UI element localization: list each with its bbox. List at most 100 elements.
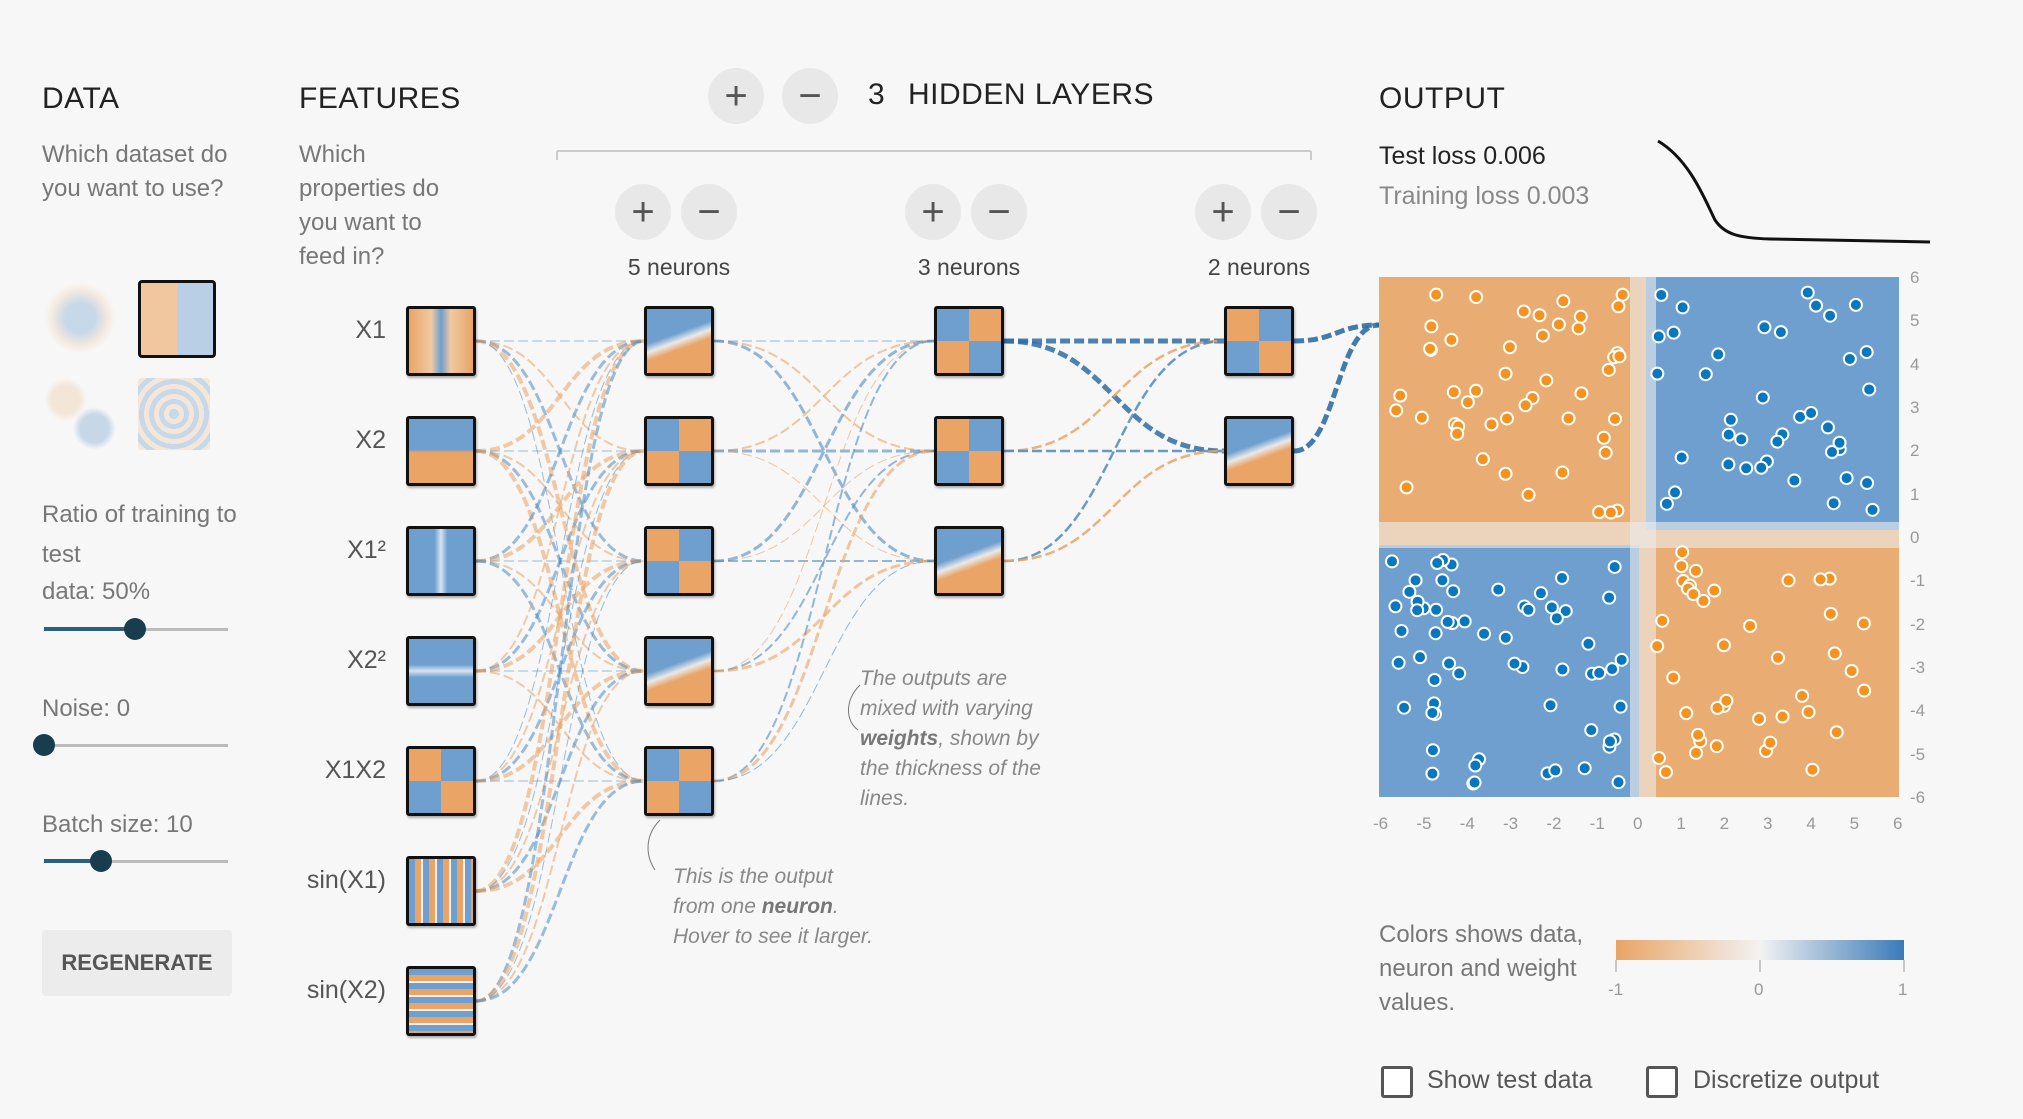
neuron-node[interactable] <box>644 416 714 486</box>
neuron-node[interactable] <box>1224 306 1294 376</box>
weight-link <box>475 779 645 1003</box>
show-test-checkbox[interactable] <box>1381 1066 1413 1098</box>
remove-neuron-button[interactable]: − <box>681 184 737 240</box>
legend-tick-min: -1 <box>1608 980 1624 999</box>
data-point <box>1533 586 1548 601</box>
feature-label: sin(X1) <box>306 866 386 894</box>
data-point <box>1674 559 1689 574</box>
data-point <box>1820 420 1835 435</box>
feature-label: X1X2 <box>324 756 386 784</box>
features-question: Which properties do you want to feed in? <box>299 141 440 270</box>
add-neuron-button[interactable]: + <box>615 184 671 240</box>
data-point <box>1577 761 1592 776</box>
dataset-spiral[interactable] <box>138 378 210 450</box>
data-point <box>1592 505 1607 520</box>
data-point <box>1773 325 1788 340</box>
weight-link <box>475 339 645 893</box>
feature-label: X2² <box>347 646 386 674</box>
y-tick: -1 <box>1910 571 1926 591</box>
neuron-node[interactable] <box>644 306 714 376</box>
data-point <box>1548 763 1563 778</box>
data-point <box>1719 693 1734 708</box>
weight-link <box>475 339 645 563</box>
weight-link <box>475 340 645 672</box>
feature-node[interactable] <box>406 856 476 926</box>
data-point <box>1571 321 1586 336</box>
weight-link <box>475 449 645 783</box>
data-point <box>1612 349 1627 364</box>
data-point <box>1467 775 1482 790</box>
y-tick: 1 <box>1910 484 1920 504</box>
batch-slider[interactable] <box>44 860 228 863</box>
data-point <box>1429 602 1444 617</box>
remove-neuron-button[interactable]: − <box>971 184 1027 240</box>
neuron-node[interactable] <box>644 636 714 706</box>
data-point <box>1654 287 1669 302</box>
x-tick: 6 <box>1893 814 1903 833</box>
data-point <box>1551 317 1566 332</box>
add-layer-button[interactable]: + <box>708 68 764 124</box>
dataset-gaussian[interactable] <box>44 378 116 450</box>
weight-link <box>475 450 645 892</box>
data-point <box>1391 655 1406 670</box>
data-point <box>1666 670 1681 685</box>
batch-thumb[interactable] <box>90 850 112 872</box>
feature-node[interactable] <box>406 636 476 706</box>
remove-layer-button[interactable]: − <box>782 68 838 124</box>
weight-link <box>713 450 935 672</box>
data-point <box>1602 734 1617 749</box>
data-point <box>1452 666 1467 681</box>
feature-node[interactable] <box>406 526 476 596</box>
data-point <box>1581 636 1596 651</box>
data-point <box>1446 385 1461 400</box>
data-point <box>1698 367 1713 382</box>
feature-node[interactable] <box>406 746 476 816</box>
noise-thumb[interactable] <box>33 734 55 756</box>
weight-link <box>475 340 645 782</box>
feature-node[interactable] <box>406 416 476 486</box>
discretize-checkbox[interactable] <box>1646 1066 1678 1098</box>
feature-node[interactable] <box>406 966 476 1036</box>
weight-link <box>1003 339 1225 453</box>
data-point <box>1666 325 1681 340</box>
data-point <box>1688 563 1703 578</box>
data-point <box>1805 762 1820 777</box>
weight-link <box>713 559 935 673</box>
noise-slider[interactable] <box>44 744 228 747</box>
data-point <box>1402 584 1417 599</box>
neuron-node[interactable] <box>1224 416 1294 486</box>
regenerate-button[interactable]: REGENERATE <box>42 930 232 996</box>
legend-text: Colors shows data, neuron and weight val… <box>1379 921 1584 1016</box>
data-point <box>1385 554 1400 569</box>
add-neuron-button[interactable]: + <box>1195 184 1251 240</box>
weight-link <box>475 339 645 673</box>
add-neuron-button[interactable]: + <box>905 184 961 240</box>
x-tick: 0 <box>1633 814 1643 833</box>
x-tick: -2 <box>1546 814 1562 833</box>
data-point <box>1558 604 1573 619</box>
data-point <box>1605 662 1620 677</box>
neuron-node[interactable] <box>934 416 1004 486</box>
data-point <box>1613 699 1628 714</box>
neuron-node[interactable] <box>644 746 714 816</box>
data-point <box>1679 706 1694 721</box>
data-question: Which dataset do you want to use? <box>42 141 228 202</box>
data-point <box>1435 573 1450 588</box>
dataset-circle[interactable] <box>44 282 116 354</box>
neuron-node[interactable] <box>644 526 714 596</box>
data-point <box>1795 688 1810 703</box>
dataset-xor[interactable] <box>138 280 216 358</box>
remove-neuron-button[interactable]: − <box>1261 184 1317 240</box>
weight-link <box>713 560 935 782</box>
data-point <box>1413 650 1428 665</box>
neuron-node[interactable] <box>934 526 1004 596</box>
data-point <box>1607 559 1622 574</box>
data-point <box>1650 639 1665 654</box>
feature-node[interactable] <box>406 306 476 376</box>
ratio-thumb[interactable] <box>124 618 146 640</box>
data-point <box>1770 650 1785 665</box>
y-tick: -2 <box>1910 614 1926 634</box>
neuron-node[interactable] <box>934 306 1004 376</box>
weight-link <box>713 450 935 562</box>
data-point <box>1823 606 1838 621</box>
